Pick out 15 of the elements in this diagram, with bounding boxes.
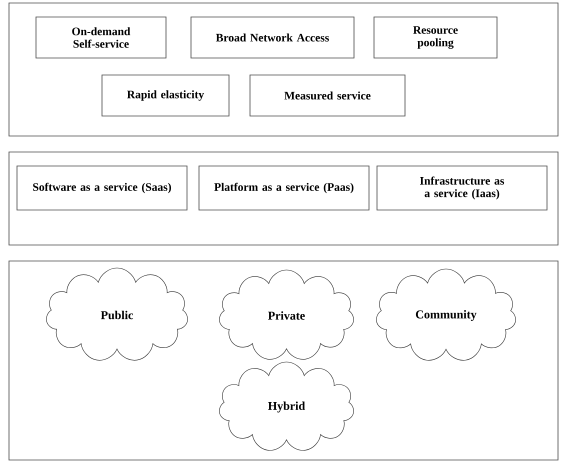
deployment-cloud: Community (376, 268, 516, 361)
service-box: Broad Network Access (190, 16, 354, 58)
service-box: Software as a service (Saas) (16, 166, 188, 210)
layer-panel (8, 260, 558, 460)
service-box: Platform as a service (Paas) (198, 166, 370, 210)
service-box: Resource pooling (374, 16, 498, 58)
layer-panel (8, 2, 558, 136)
service-box: Infrastructure as a service (Iaas) (376, 166, 548, 210)
layer-panel (8, 152, 558, 246)
deployment-cloud: Private (219, 270, 354, 360)
service-box: Measured service (250, 74, 406, 116)
service-box: On-demand Self-service (36, 16, 166, 58)
service-box: Rapid elasticity (102, 74, 230, 116)
deployment-cloud: Hybrid (219, 362, 354, 451)
deployment-cloud: Public (46, 268, 188, 361)
